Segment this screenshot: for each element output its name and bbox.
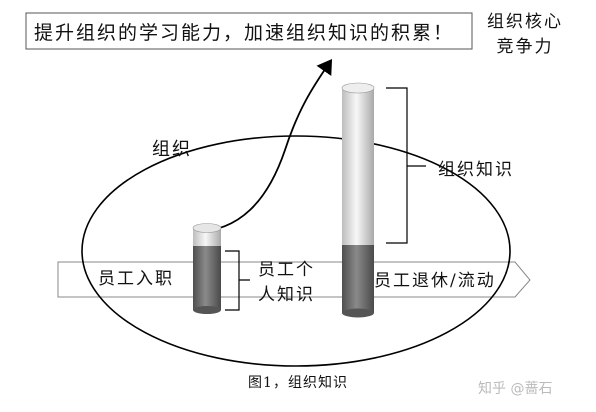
organization-knowledge-label: 组织知识 xyxy=(438,160,514,180)
figure-caption: 图1，组织知识 xyxy=(248,375,348,391)
personal-knowledge-label: 员工个人知识 xyxy=(258,260,315,305)
core-competitiveness-label: 组织核心竞争力 xyxy=(487,12,563,57)
organization-ellipse xyxy=(81,135,511,367)
organization-knowledge-bracket xyxy=(386,87,426,244)
banner-box xyxy=(25,12,473,50)
watermark: 知乎 @蔷石 xyxy=(478,381,553,397)
personal-knowledge-bracket xyxy=(225,250,250,311)
personal-knowledge-cylinder xyxy=(192,223,222,314)
employee-entry-label: 员工入职 xyxy=(98,269,174,289)
organization-knowledge-cylinder xyxy=(341,82,375,318)
organization-label: 组织 xyxy=(152,139,192,160)
growth-curve-arrow xyxy=(192,59,333,233)
banner-text: 提升组织的学习能力，加速组织知识的积累！ xyxy=(34,22,455,44)
employee-exit-label: 员工退休/流动 xyxy=(374,271,496,291)
process-arrow-band xyxy=(57,261,531,298)
